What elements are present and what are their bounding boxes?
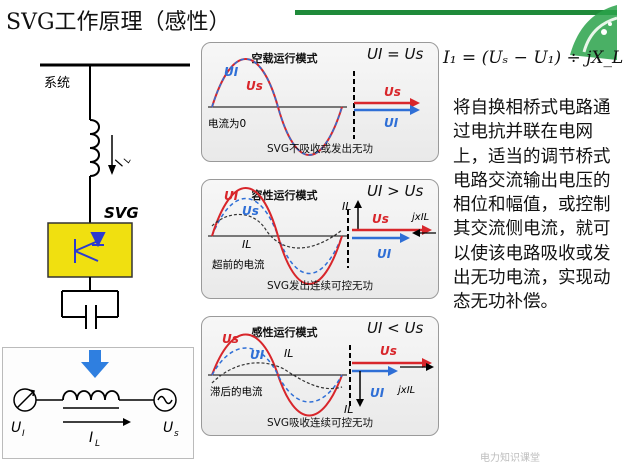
svg-text:L: L [122,156,133,165]
us-vector-arrow-icon [422,358,432,368]
il-vector-arrow-icon [354,200,362,208]
svg-device-label: SVG [104,204,139,222]
equivalent-circuit-panel: U I I L U s [2,347,194,459]
igbt-symbol-icon [74,232,106,263]
svg-connection-diagram: 系统 I L SVG [40,63,190,329]
us-label: U s [163,420,179,439]
svg-text:U: U [163,420,173,436]
reactor-coil [89,119,100,177]
vector-il-label: IL [344,403,353,416]
vector-us-label: Us [372,212,389,226]
vector-jx-label: jxIL [396,385,415,396]
il-label: I L [89,430,100,449]
wave-ui-label: UI [224,189,239,203]
svg-text:U: U [11,420,21,436]
current-formula: I₁ = (Uₛ − U₁) ÷ jX_L [443,48,623,68]
il-vector-arrow-icon [356,399,364,407]
wave-il-label: IL [284,347,293,360]
svg-text:I: I [112,158,127,169]
mode-note: 滞后的电流 [210,385,263,398]
header-accent-bar [295,10,617,15]
mode-panel-capacitive: 容性运行模式 UI > Us UI Us IL 超前的电流 IL Us UI j… [201,179,439,299]
vector-us-label: Us [384,85,401,99]
mode-relation: UI < Us [367,319,424,337]
description-text: 将自换相桥式电路通过电抗并联在电网上，适当的调节桥式电路交流输出电压的相位和幅值… [453,98,611,313]
mode-panel-inductive: 感性运行模式 UI < Us Us UI IL 滞后的电流 Us UI jxIL… [201,316,439,436]
ui-vector-arrow-icon [410,105,420,115]
jx-vector-arrow-icon [426,363,434,371]
mode-relation: UI = Us [367,45,424,63]
vector-us-label: Us [380,344,397,358]
vector-ui-label: UI [377,247,392,261]
svg-text:s: s [174,429,179,439]
equivalent-circuit: U I I L U s [11,350,179,449]
wave-ui-label: UI [250,348,265,362]
mode-relation: UI > Us [367,182,424,200]
vector-il-label: IL [342,200,351,213]
svg-converter-box [47,222,133,278]
wave-il-label: IL [242,238,251,251]
down-arrow-icon [81,350,109,378]
ui-vector-arrow-icon [400,233,410,243]
mode-note: 电流为0 [208,117,246,130]
wave-us-label: Us [246,79,263,93]
svg-text:I: I [22,429,25,439]
mode-title: 空载运行模式 [251,52,318,65]
ui-label: U I [11,420,25,439]
us-vector-arrow-icon [410,98,420,108]
leaf-decoration-icon [570,5,618,60]
mode-caption: SVG吸收连续可控无功 [267,417,373,429]
mode-title: 容性运行模式 [251,189,318,202]
watermark-text: 电力知识课堂 [480,453,540,464]
jx-vector-arrow-icon [412,229,420,237]
vector-jx-label: jxIL [410,212,429,223]
vector-ui-label: UI [370,386,385,400]
current-arrow-icon [123,418,131,426]
svg-text:L: L [95,439,100,449]
wave-us-label: Us [242,204,259,218]
wave-us-label: Us [222,332,239,346]
mode-panel-no-load: 空载运行模式 UI = Us UI Us 电流为0 Us UI SVG不吸收或发… [201,42,439,162]
mode-note: 超前的电流 [212,258,265,271]
page-title: SVG工作原理（感性） [6,10,231,35]
wave-ui-label: UI [224,65,239,79]
vector-ui-label: UI [384,116,399,130]
mode-caption: SVG不吸收或发出无功 [267,143,373,155]
mode-title: 感性运行模式 [251,326,318,339]
reactor-coil [62,390,120,401]
svg-text:I: I [89,430,93,446]
mode-caption: SVG发出连续可控无功 [267,280,373,292]
current-il-label: I L [112,156,133,169]
ui-vector-arrow-icon [388,366,398,376]
system-label: 系统 [44,76,70,91]
